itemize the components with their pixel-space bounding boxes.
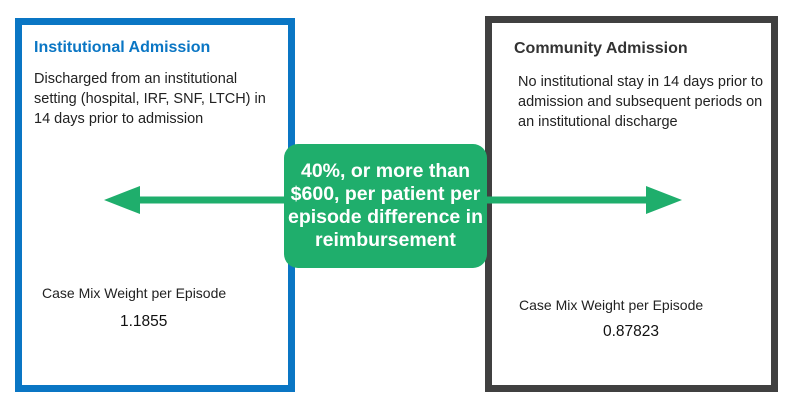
community-metric-value: 0.87823 — [603, 323, 660, 340]
institutional-description: Discharged from an institutional setting… — [34, 71, 266, 127]
institutional-admission-panel: Institutional Admission Discharged from … — [15, 18, 295, 392]
reimbursement-difference-text: 40%, or more than $600, per patient per … — [287, 160, 484, 251]
arrow-head-right — [646, 186, 682, 214]
institutional-metric-value: 1.1855 — [120, 313, 168, 330]
community-metric-label: Case Mix Weight per Episode — [519, 297, 704, 313]
community-admission-panel: Community Admission No institutional sta… — [485, 16, 778, 392]
institutional-title: Institutional Admission — [34, 39, 211, 56]
arrow-head-left — [104, 186, 140, 214]
community-title: Community Admission — [514, 40, 688, 57]
institutional-metric-label: Case Mix Weight per Episode — [42, 285, 227, 301]
community-description: No institutional stay in 14 days prior t… — [518, 74, 764, 130]
reimbursement-difference-callout: 40%, or more than $600, per patient per … — [284, 144, 487, 268]
